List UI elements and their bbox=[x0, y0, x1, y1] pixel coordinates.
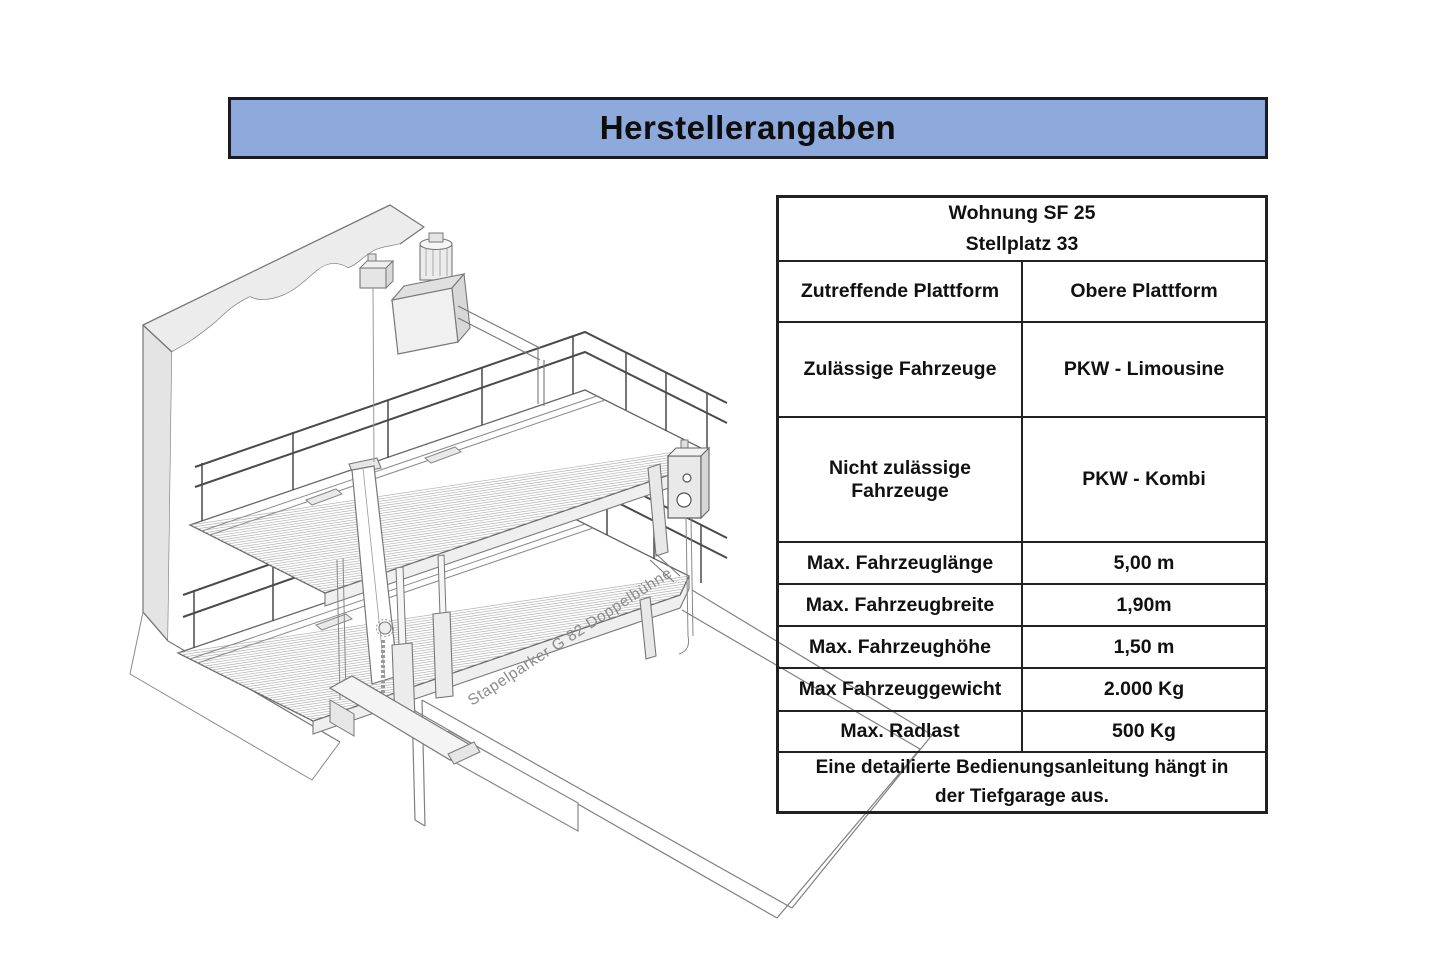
row-value: Obere Plattform bbox=[1021, 260, 1268, 323]
table-row: Zutreffende Plattform Obere Plattform bbox=[776, 260, 1268, 323]
deck-support-posts bbox=[639, 463, 681, 660]
row-value: 1,90m bbox=[1021, 583, 1268, 627]
parking-lift-drawing: Stapelparker G 82 Doppelbühne bbox=[100, 190, 960, 960]
row-label: Max. Fahrzeughöhe bbox=[776, 625, 1023, 669]
row-label: Max. Radlast bbox=[776, 710, 1023, 753]
row-value: 500 Kg bbox=[1021, 710, 1268, 753]
table-footer-line1: Eine detailierte Bedienungsanleitung hän… bbox=[815, 757, 1229, 778]
base-frame bbox=[328, 675, 481, 765]
row-value: PKW - Kombi bbox=[1021, 416, 1268, 543]
spec-table: Wohnung SF 25 Stellplatz 33 Zutreffende … bbox=[776, 195, 1268, 814]
table-footer-row: Eine detailierte Bedienungsanleitung hän… bbox=[776, 751, 1268, 814]
row-label: Max. Fahrzeuglänge bbox=[776, 541, 1023, 585]
row-label: Zulässige Fahrzeuge bbox=[776, 321, 1023, 418]
row-label: Zutreffende Plattform bbox=[776, 260, 1023, 323]
gear-icon bbox=[378, 621, 392, 635]
row-value: 5,00 m bbox=[1021, 541, 1268, 585]
header-bar: Herstellerangaben bbox=[228, 97, 1268, 159]
power-unit bbox=[358, 232, 545, 463]
row-value: 2.000 Kg bbox=[1021, 667, 1268, 712]
row-label: Max. Fahrzeugbreite bbox=[776, 583, 1023, 627]
table-title-line1: Wohnung SF 25 bbox=[948, 202, 1096, 224]
row-value: 1,50 m bbox=[1021, 625, 1268, 669]
table-title-line2: Stellplatz 33 bbox=[965, 233, 1079, 255]
upper-railing bbox=[194, 330, 728, 521]
control-pendant bbox=[666, 439, 711, 655]
pendant-button-down bbox=[676, 492, 692, 508]
table-row: Max. Radlast 500 Kg bbox=[776, 710, 1268, 753]
power-cable bbox=[372, 287, 375, 463]
table-row: Nicht zulässige Fahrzeuge PKW - Kombi bbox=[776, 416, 1268, 543]
row-label: Nicht zulässige Fahrzeuge bbox=[776, 416, 1023, 543]
page-title: Herstellerangaben bbox=[599, 109, 897, 146]
pendant-button-up bbox=[682, 473, 692, 483]
row-label: Max Fahrzeuggewicht bbox=[776, 667, 1023, 712]
table-row: Max. Fahrzeughöhe 1,50 m bbox=[776, 625, 1268, 669]
hydraulic-cylinders bbox=[391, 554, 454, 721]
junction-box bbox=[359, 267, 387, 289]
table-row: Max. Fahrzeuglänge 5,00 m bbox=[776, 541, 1268, 585]
table-title-row: Wohnung SF 25 Stellplatz 33 bbox=[776, 195, 1268, 262]
row-value: PKW - Limousine bbox=[1021, 321, 1268, 418]
table-row: Zulässige Fahrzeuge PKW - Limousine bbox=[776, 321, 1268, 418]
table-row: Max Fahrzeuggewicht 2.000 Kg bbox=[776, 667, 1268, 712]
table-row: Max. Fahrzeugbreite 1,90m bbox=[776, 583, 1268, 627]
table-footer-line2: der Tiefgarage aus. bbox=[935, 786, 1109, 807]
